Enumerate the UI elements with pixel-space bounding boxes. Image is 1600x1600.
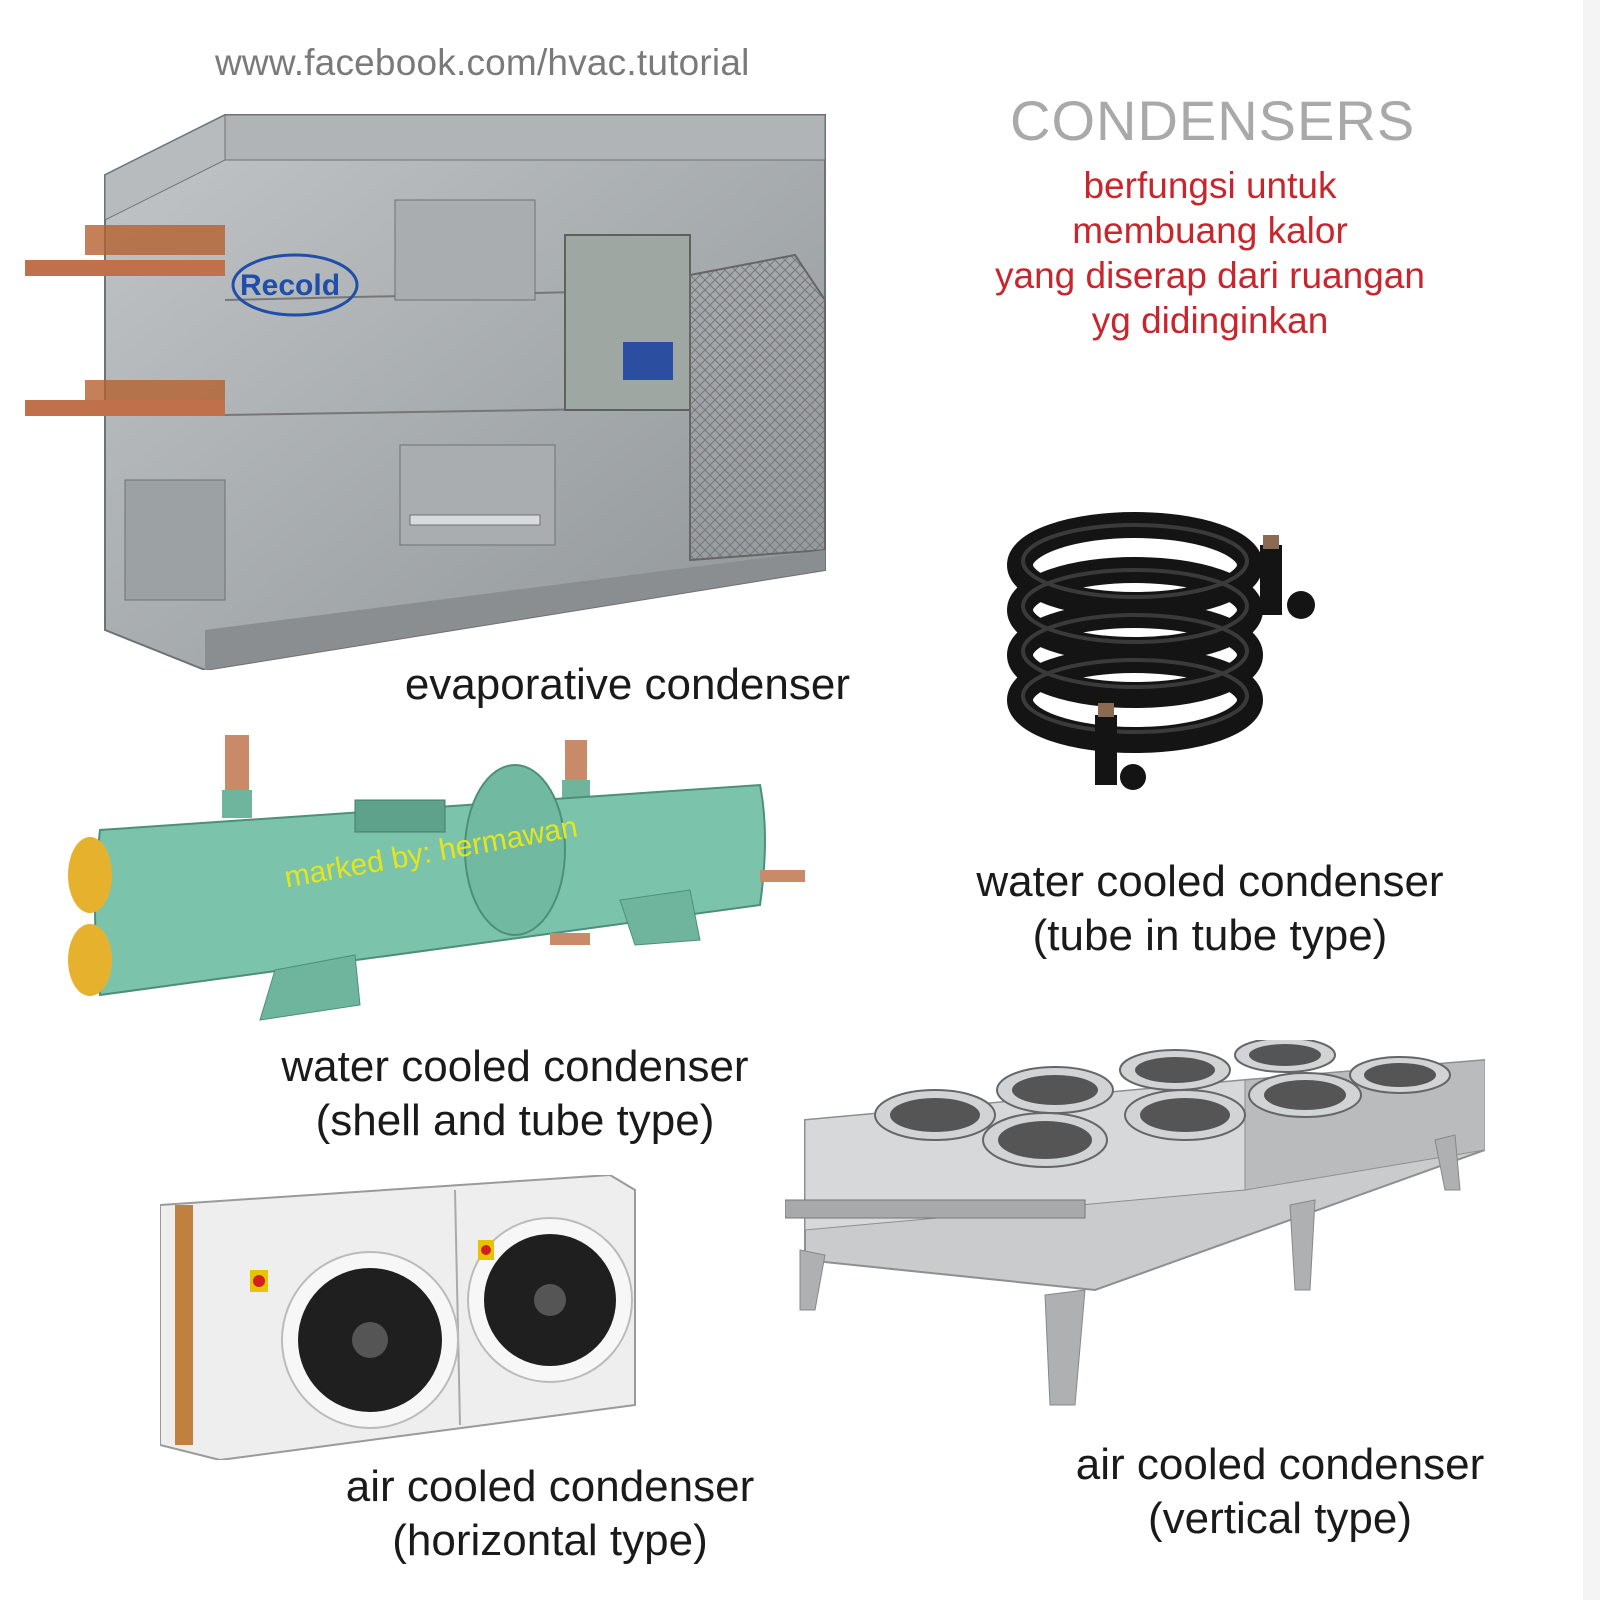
right-edge-frame <box>1583 0 1600 1600</box>
caption-line: evaporative condenser <box>404 660 850 709</box>
description-line: yg didinginkan <box>1091 300 1329 341</box>
shell-and-tube-condenser-image <box>68 735 805 1021</box>
caption-line: air cooled condenser <box>345 1462 755 1511</box>
caption-line: (vertical type) <box>1147 1494 1413 1543</box>
air-cooled-horizontal-condenser-image <box>160 1175 636 1460</box>
caption-line: air cooled condenser <box>1075 1440 1485 1489</box>
caption-tube-in-tube-condenser: water cooled condenser (tube in tube typ… <box>950 855 1470 963</box>
description-line: yang diserap dari ruangan <box>995 255 1425 296</box>
description: berfungsi untuk membuang kalor yang dise… <box>940 163 1480 343</box>
caption-air-cooled-horizontal-condenser: air cooled condenser (horizontal type) <box>320 1460 780 1568</box>
caption-line: (horizontal type) <box>392 1516 708 1565</box>
caption-line: (tube in tube type) <box>1032 911 1388 960</box>
caption-line: water cooled condenser <box>976 857 1444 906</box>
caption-line: (shell and tube type) <box>315 1096 715 1145</box>
caption-air-cooled-vertical-condenser: air cooled condenser (vertical type) <box>1045 1438 1515 1546</box>
tube-in-tube-condenser-image <box>1007 512 1315 790</box>
page-title: CONDENSERS <box>1010 89 1416 152</box>
caption-evaporative-condenser: evaporative condenser <box>330 658 850 712</box>
caption-line: water cooled condenser <box>281 1042 749 1091</box>
brand-logo-text: Recold <box>240 269 340 302</box>
description-line: membuang kalor <box>1072 210 1348 251</box>
source-url: www.facebook.com/hvac.tutorial <box>215 42 750 83</box>
evaporative-condenser-image: Recold <box>25 114 826 670</box>
description-line: berfungsi untuk <box>1083 165 1337 206</box>
caption-shell-and-tube-condenser: water cooled condenser (shell and tube t… <box>250 1040 780 1148</box>
air-cooled-vertical-condenser-image <box>785 1040 1485 1406</box>
